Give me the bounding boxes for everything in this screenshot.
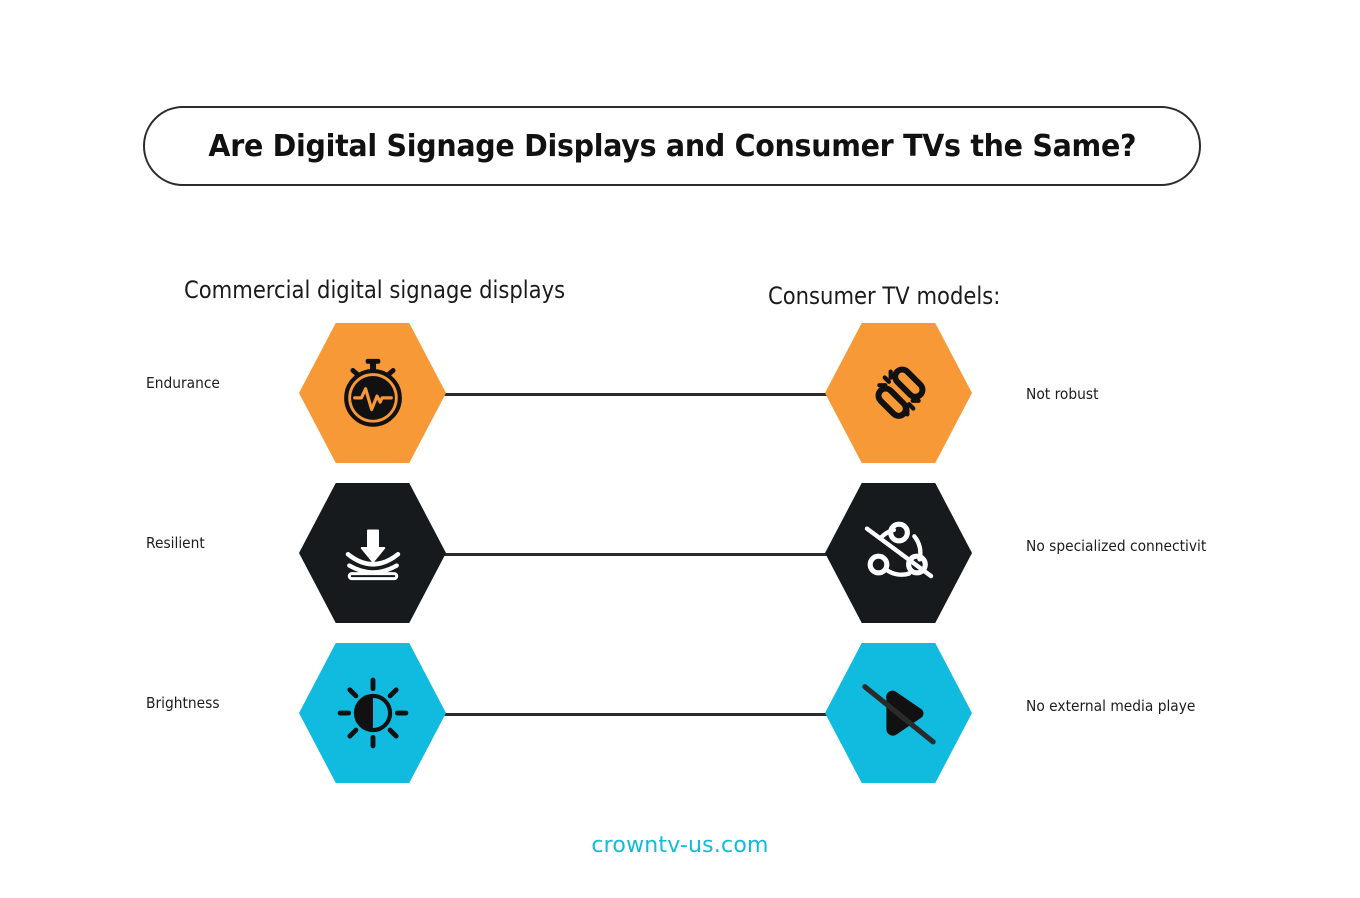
hexagon-left-resilient bbox=[299, 483, 446, 623]
page-title: Are Digital Signage Displays and Consume… bbox=[208, 128, 1136, 164]
hexagon-left-endurance bbox=[299, 323, 446, 463]
media-play-disabled-icon bbox=[861, 684, 936, 745]
footer-website-link[interactable]: crowntv-us.com bbox=[591, 833, 769, 858]
row-connector-line bbox=[437, 713, 841, 716]
row-description-no-media-player: No external media playe bbox=[1026, 697, 1196, 715]
row-label-resilient: Resilient bbox=[146, 534, 205, 552]
hexagon-left-brightness bbox=[299, 643, 446, 783]
hexagon-right-no-connectivity bbox=[825, 483, 972, 623]
row-description-not-robust: Not robust bbox=[1026, 385, 1099, 403]
brightness-contrast-icon bbox=[337, 677, 408, 749]
row-description-no-connectivity: No specialized connectivit bbox=[1026, 537, 1207, 555]
shock-absorption-icon bbox=[345, 529, 400, 581]
comparison-row: Endurance bbox=[0, 320, 1360, 470]
comparison-row: Brightness No external media playe bbox=[0, 640, 1360, 790]
hexagon-right-no-media-player bbox=[825, 643, 972, 783]
broken-chain-icon bbox=[875, 366, 925, 419]
row-connector-line bbox=[437, 393, 841, 396]
row-label-brightness: Brightness bbox=[146, 694, 220, 712]
column-header-left: Commercial digital signage displays bbox=[184, 276, 566, 304]
row-connector-line bbox=[437, 553, 841, 556]
column-header-right: Consumer TV models: bbox=[768, 282, 1001, 310]
network-nodes-disabled-icon bbox=[864, 521, 933, 579]
stopwatch-pulse-icon bbox=[343, 358, 402, 427]
title-pill: Are Digital Signage Displays and Consume… bbox=[143, 106, 1201, 186]
title-banner: Are Digital Signage Displays and Consume… bbox=[143, 106, 1201, 186]
comparison-row: Resilient No specialized connectivit bbox=[0, 480, 1360, 630]
row-label-endurance: Endurance bbox=[146, 374, 220, 392]
hexagon-right-not-robust bbox=[825, 323, 972, 463]
